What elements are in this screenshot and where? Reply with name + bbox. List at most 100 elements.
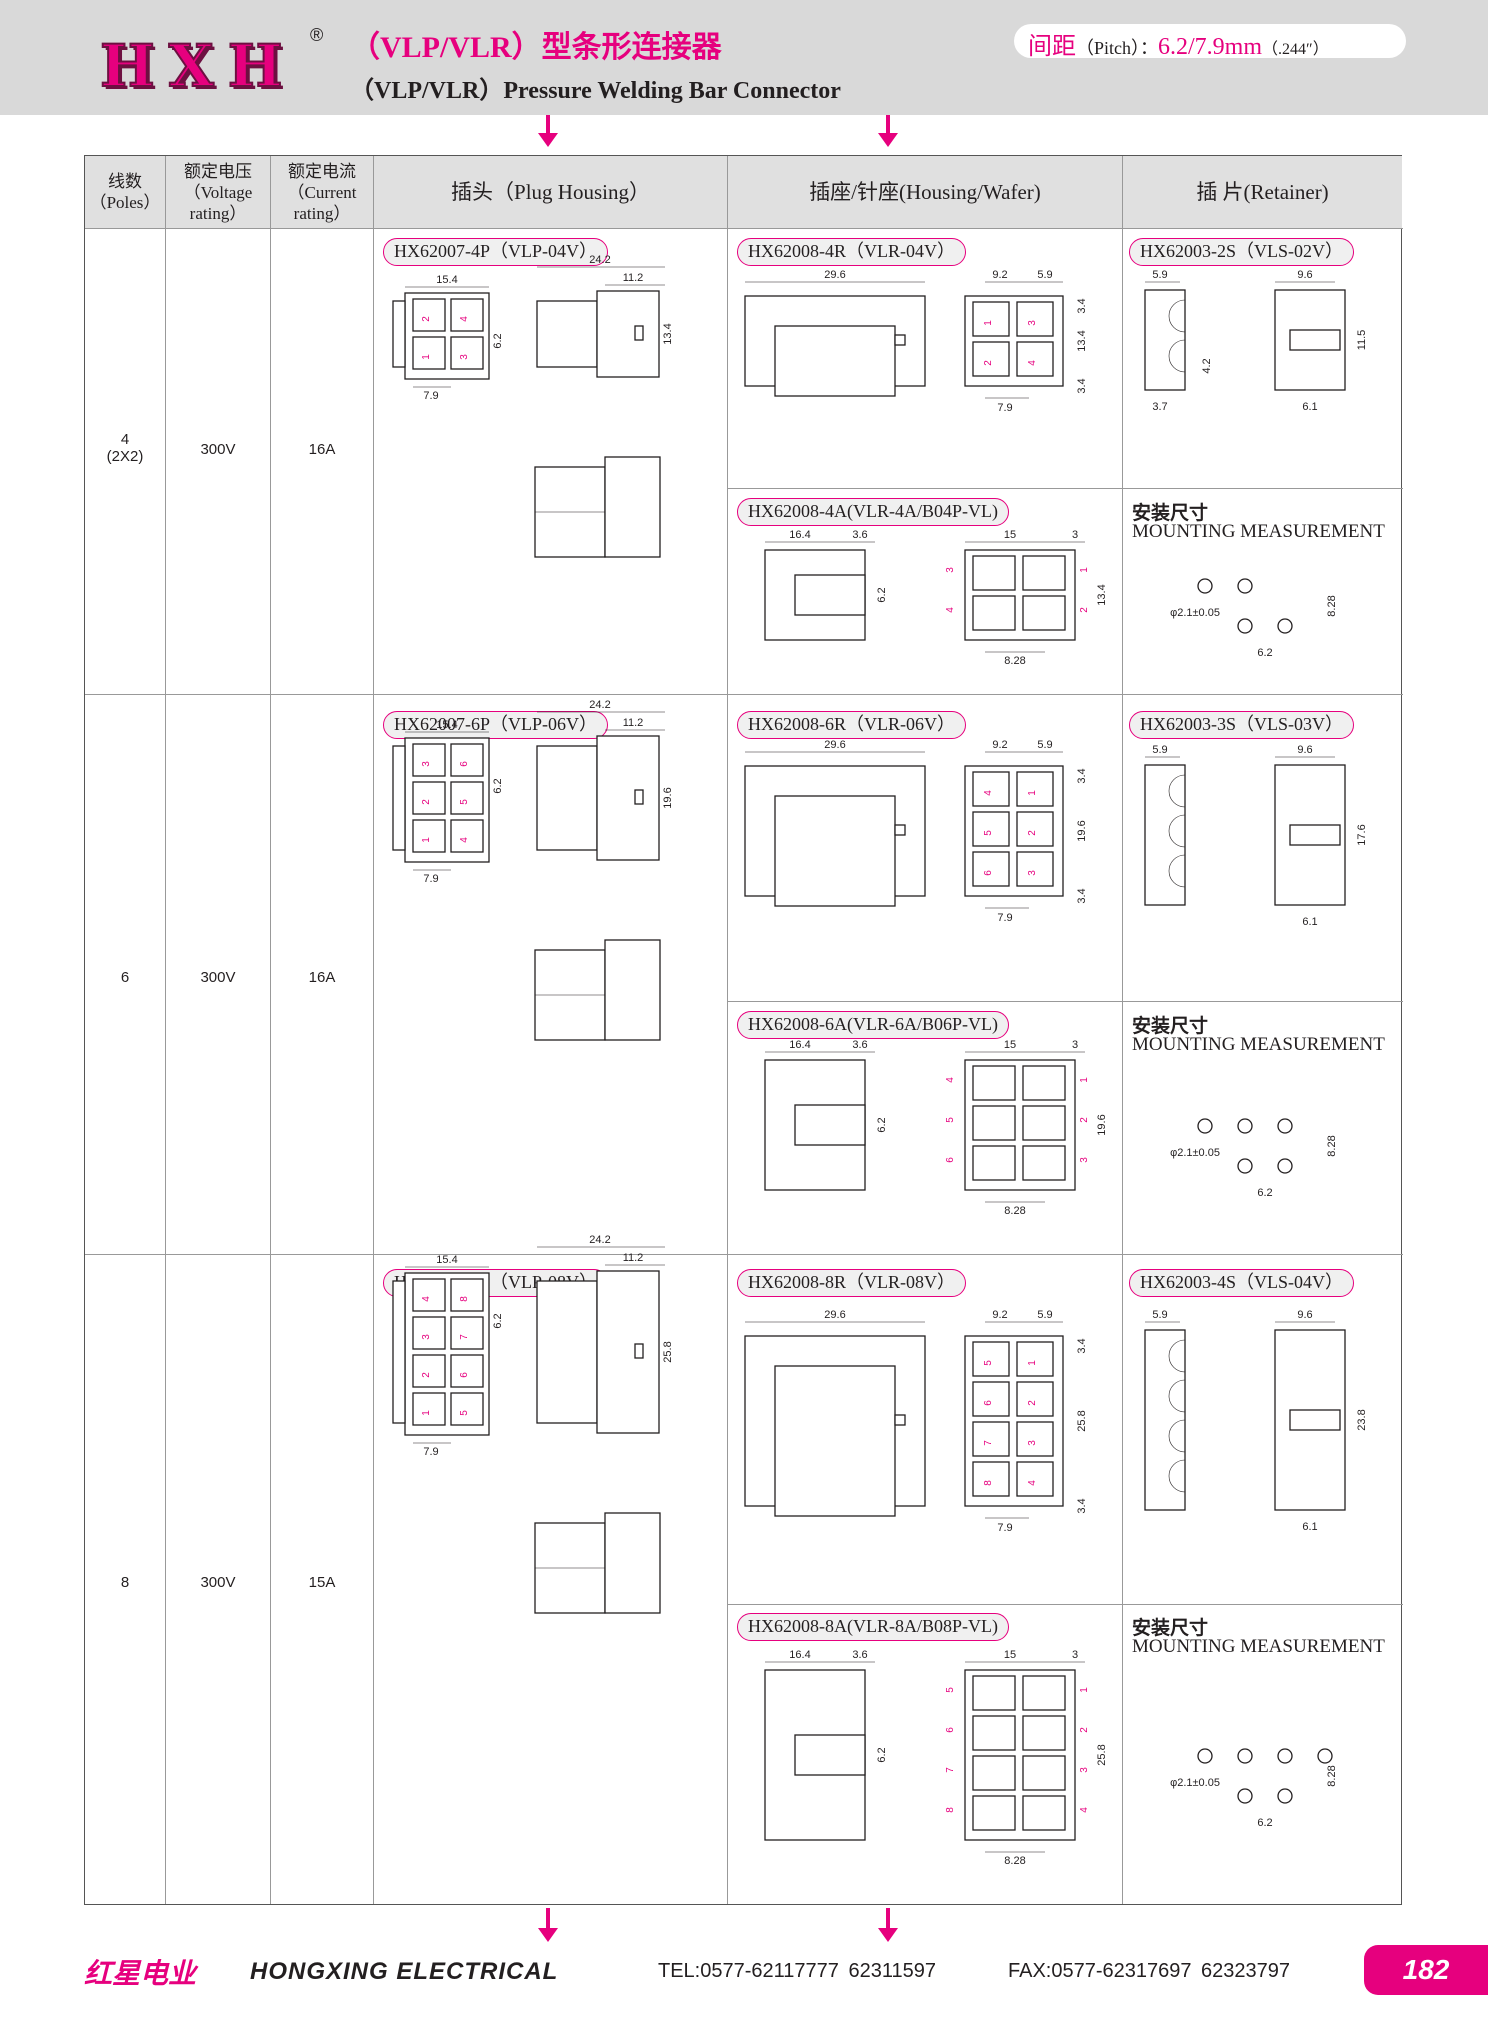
dimension-label: 7.9 [423, 390, 438, 402]
plug-side-body [536, 300, 598, 368]
wafer-slot [794, 1104, 866, 1146]
wafer-cavity [1022, 1105, 1066, 1141]
pitch-value: 6.2/7.9mm [1158, 34, 1263, 60]
wafer-cavity [972, 1065, 1016, 1101]
dimension-label: 15.4 [436, 719, 457, 731]
dimension-label: 8.28 [1004, 1205, 1025, 1217]
wafer-cavity [1022, 1795, 1066, 1831]
plug-cavity [412, 1278, 446, 1312]
dimension-label: φ2.1±0.05 [1170, 607, 1220, 619]
dimension-label: 3.7 [1152, 401, 1167, 413]
wafer-cavity [1022, 595, 1066, 631]
wafer-part-number: HX62008-6A(VLR-6A/B06P-VL) [737, 1011, 1009, 1039]
housing-cavity [972, 1381, 1010, 1417]
dimension-label: 5.9 [1037, 739, 1052, 751]
dimension-label: 6.1 [1302, 1521, 1317, 1533]
pin-number: 4 [945, 607, 956, 613]
pin-number: 1 [1027, 1360, 1038, 1366]
wafer-cavity [1022, 1065, 1066, 1101]
dimension-label: φ2.1±0.05 [1170, 1777, 1220, 1789]
row-6-current: 16A [308, 969, 336, 986]
mounting-hole [1277, 618, 1293, 634]
mounting-hole [1277, 1748, 1293, 1764]
pin-number: 1 [421, 1410, 432, 1416]
pin-number: 1 [983, 320, 994, 326]
mounting-hole-diagram: φ2.1±0.056.28.28 [1170, 578, 1338, 659]
pitch-inch: （.244″） [1262, 41, 1329, 58]
retainer-side-view: 5.9 [1144, 744, 1186, 906]
housing-cavity [972, 851, 1010, 887]
retainer-body [1144, 289, 1186, 391]
grid-line [728, 1604, 1403, 1605]
plug-cavity [450, 781, 484, 815]
housing-window [894, 334, 906, 346]
dimension-label: 8.28 [1004, 1855, 1025, 1867]
retainer-part-number: HX62003-3S（VLS-03V） [1129, 711, 1355, 739]
housing-cavity [1016, 1461, 1054, 1497]
plug-side-head [596, 735, 660, 861]
mounting-title-en: MOUNTING MEASUREMENT [1132, 1636, 1385, 1657]
mounting-title-cn: 安装尺寸 [1132, 503, 1209, 524]
housing-cavity [1016, 301, 1054, 337]
pin-number: 6 [945, 1727, 956, 1733]
mounting-title-en: MOUNTING MEASUREMENT [1132, 1034, 1385, 1055]
dimension-label: 29.6 [824, 739, 845, 751]
plug-3d-head [604, 939, 661, 1041]
retainer-body [1144, 764, 1186, 906]
housing-cavity [1016, 771, 1054, 807]
dimension-label: 13.4 [662, 323, 674, 344]
row-4-voltage: 300V [200, 441, 236, 458]
wafer-slot [794, 1734, 866, 1776]
mounting-hole [1237, 1118, 1253, 1134]
wafer-cavity [1022, 1145, 1066, 1181]
plug-side-head [596, 290, 660, 378]
plug-latch [392, 300, 406, 368]
pin-number: 1 [421, 354, 432, 360]
dimension-label: 6.2 [1257, 1187, 1272, 1199]
plug-cavity [412, 1354, 446, 1388]
dimension-label: 5.9 [1152, 1309, 1167, 1321]
dimension-label: 3.4 [1076, 1498, 1088, 1513]
row-4-poles: 4 (2X2) [85, 431, 165, 465]
dimension-label: 6.1 [1302, 916, 1317, 928]
retainer-arc [1168, 774, 1186, 808]
dimension-label: 3 [1072, 1039, 1078, 1051]
pin-number: 2 [1027, 1400, 1038, 1406]
dimension-label: 25.8 [1096, 1744, 1108, 1765]
company-name-cn: 红星电业 [84, 1958, 197, 1989]
dimension-label: 6.2 [492, 333, 504, 348]
dimension-label: 3.4 [1076, 378, 1088, 393]
wafer-cavity [1022, 1675, 1066, 1711]
pin-number: 4 [1079, 1807, 1090, 1813]
pin-number: 5 [983, 830, 994, 836]
col-header-poles: 线数 （Poles） [85, 156, 165, 228]
dimension-label: 9.6 [1297, 1309, 1312, 1321]
mounting-hole [1237, 578, 1253, 594]
row-8-current: 15A [308, 1574, 336, 1591]
pin-number: 4 [983, 790, 994, 796]
wafer-cavity [972, 555, 1016, 591]
pin-number: 4 [459, 316, 470, 322]
dimension-label: 15 [1004, 529, 1016, 541]
retainer-arc [1168, 814, 1186, 848]
pin-number: 7 [945, 1767, 956, 1773]
housing-side-view: 29.6 [744, 739, 926, 907]
pin-number: 3 [421, 1334, 432, 1340]
housing-cavity [972, 1341, 1010, 1377]
pin-number: 2 [421, 1372, 432, 1378]
pin-number: 2 [421, 316, 432, 322]
housing-cavity [972, 1421, 1010, 1457]
dimension-label: 19.6 [1076, 820, 1088, 841]
housing-cavity [1016, 341, 1054, 377]
plug-side-window [634, 1343, 644, 1359]
pin-number: 1 [1079, 1077, 1090, 1083]
retainer-part-number: HX62003-2S（VLS-02V） [1129, 238, 1355, 266]
plug-3d-view [534, 456, 661, 558]
grid-line [728, 488, 1403, 489]
pin-number: 2 [421, 799, 432, 805]
plug-cavity [412, 781, 446, 815]
mounting-hole [1237, 618, 1253, 634]
current-cn: 额定电流 [288, 161, 356, 181]
plug-part-number: HX62007-4P（VLP-04V） [383, 238, 609, 266]
